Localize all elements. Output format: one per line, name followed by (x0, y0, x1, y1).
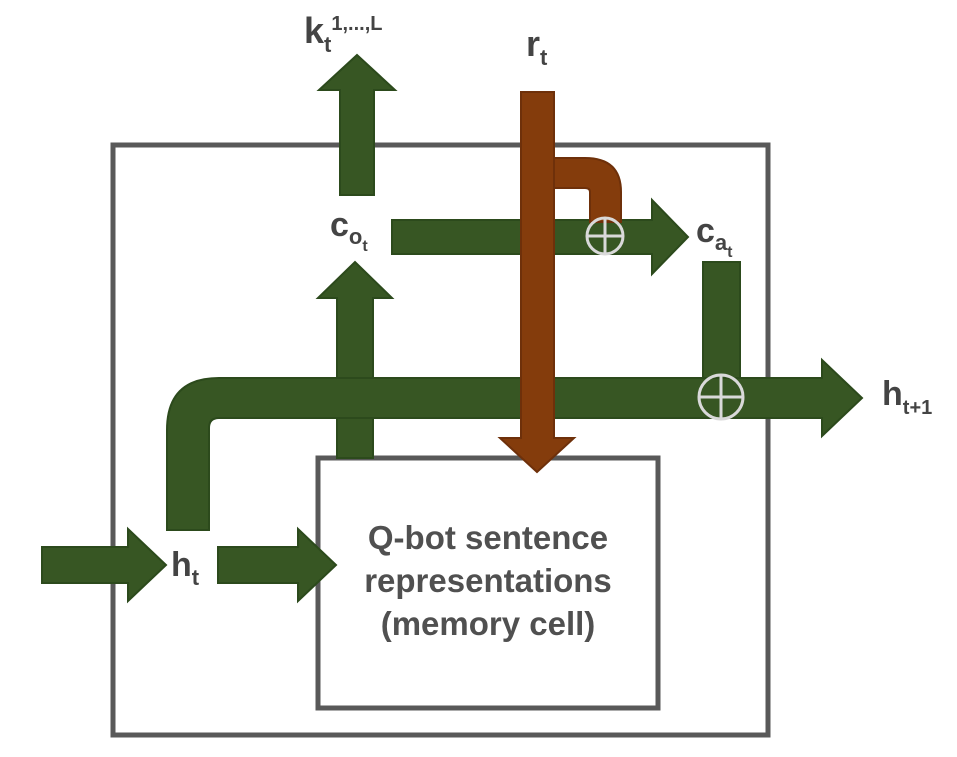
label-co: cot (330, 206, 368, 255)
label-k-base: k (304, 10, 325, 51)
label-k-output: kt1,...,L (304, 10, 382, 57)
input-arrow (41, 526, 168, 604)
ht-to-memory-arrow (217, 526, 338, 604)
co-to-k-arrow (316, 53, 398, 196)
label-co-base: c (330, 206, 349, 244)
memory-to-co-arrow (315, 260, 395, 459)
label-r-sub: t (540, 45, 548, 70)
label-co-sub: o (349, 224, 362, 249)
label-ca: cat (696, 212, 733, 261)
rt-branch-hook (553, 157, 622, 223)
label-h-base: h (171, 546, 192, 584)
outer-module-box (110, 142, 771, 738)
memory-cell-box (315, 455, 661, 711)
memory-cell-line-2: representations (364, 562, 612, 599)
rt-down-arrow (497, 91, 577, 474)
label-r: rt (526, 23, 548, 70)
label-h-sub: t (192, 565, 200, 590)
label-ca-subsub: t (727, 244, 733, 261)
oplus-top-icon (585, 216, 625, 256)
label-hnext-sub: t+1 (903, 397, 932, 419)
label-ca-sub: a (715, 230, 728, 255)
ht-to-htnext-arrow (166, 357, 864, 531)
memory-cell-line-3: (memory cell) (381, 605, 596, 642)
label-h-next: ht+1 (882, 375, 932, 419)
label-co-subsub: t (362, 238, 368, 255)
ca-down-bar (702, 261, 741, 391)
oplus-right-icon (697, 373, 745, 421)
label-ca-base: c (696, 212, 715, 250)
label-r-base: r (526, 23, 540, 64)
memory-cell-line-1: Q-bot sentence (368, 519, 608, 556)
label-k-sub: t (324, 32, 332, 57)
label-hnext-base: h (882, 375, 903, 413)
label-k-sup: 1,...,L (331, 13, 382, 35)
label-h: ht (171, 546, 200, 590)
